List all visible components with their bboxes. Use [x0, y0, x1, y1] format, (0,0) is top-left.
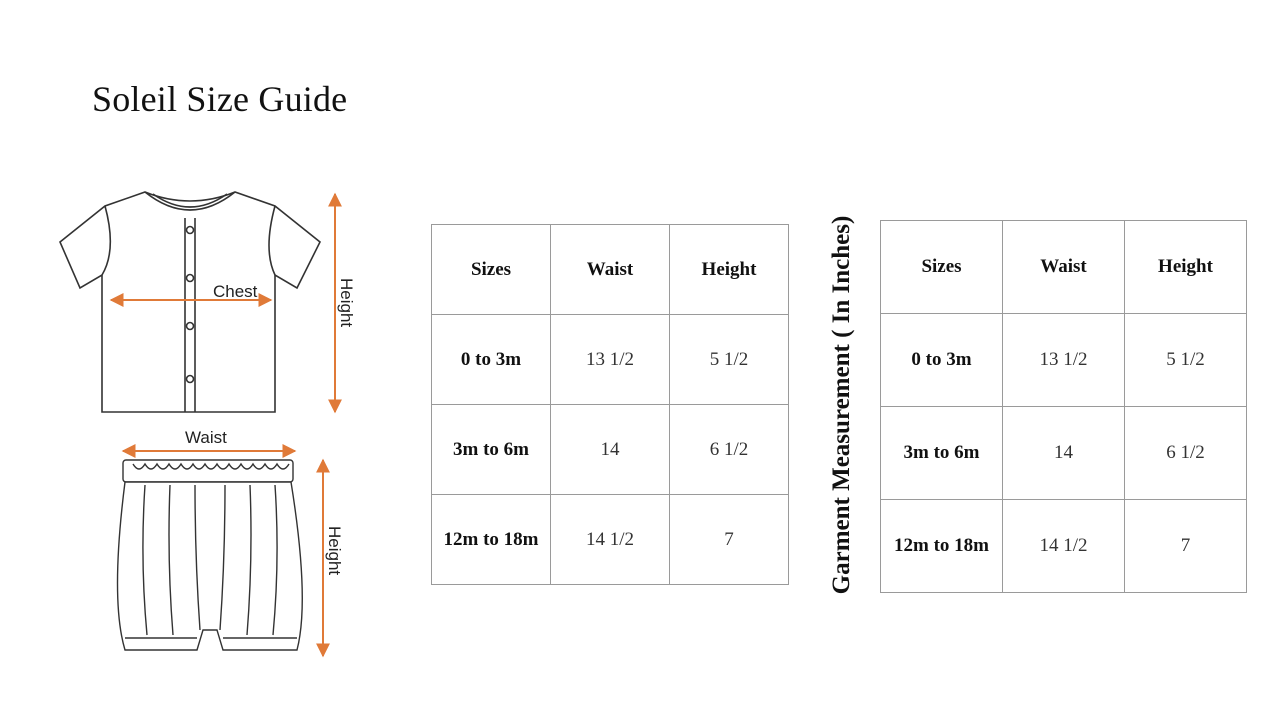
- table-header-row: Sizes Waist Height: [880, 220, 1247, 314]
- size-table-a: Sizes Waist Height 0 to 3m 13 1/2 5 1/2 …: [431, 224, 789, 585]
- header-waist: Waist: [550, 224, 670, 315]
- shirt-drawing: [59, 191, 322, 413]
- shorts-drawing: [116, 459, 303, 651]
- cell-height: 6 1/2: [1124, 406, 1247, 500]
- cell-waist: 14 1/2: [1002, 499, 1125, 593]
- cell-height: 5 1/2: [669, 314, 789, 405]
- header-sizes: Sizes: [880, 220, 1003, 314]
- chest-label: Chest: [213, 282, 258, 301]
- table-row: 12m to 18m 14 1/2 7: [880, 499, 1247, 593]
- cell-size: 3m to 6m: [880, 406, 1003, 500]
- table-row: 0 to 3m 13 1/2 5 1/2: [880, 313, 1247, 407]
- cell-waist: 14 1/2: [550, 494, 670, 585]
- shorts-height-label: Height: [325, 526, 344, 575]
- cell-size: 0 to 3m: [880, 313, 1003, 407]
- cell-size: 3m to 6m: [431, 404, 551, 495]
- cell-waist: 13 1/2: [550, 314, 670, 405]
- header-waist: Waist: [1002, 220, 1125, 314]
- measurement-caption: Garment Measurement ( In Inches): [828, 215, 855, 595]
- table-header-row: Sizes Waist Height: [431, 224, 789, 315]
- cell-size: 12m to 18m: [431, 494, 551, 585]
- cell-height: 7: [669, 494, 789, 585]
- cell-waist: 14: [550, 404, 670, 495]
- header-height: Height: [669, 224, 789, 315]
- table-row: 0 to 3m 13 1/2 5 1/2: [431, 314, 789, 405]
- table-row: 3m to 6m 14 6 1/2: [431, 404, 789, 495]
- cell-size: 12m to 18m: [880, 499, 1003, 593]
- header-height: Height: [1124, 220, 1247, 314]
- waist-label: Waist: [185, 428, 227, 447]
- garment-illustration: Chest Height Waist Height: [59, 191, 356, 658]
- cell-waist: 14: [1002, 406, 1125, 500]
- header-sizes: Sizes: [431, 224, 551, 315]
- table-row: 12m to 18m 14 1/2 7: [431, 494, 789, 585]
- shirt-height-label: Height: [337, 278, 356, 327]
- cell-height: 6 1/2: [669, 404, 789, 495]
- cell-height: 5 1/2: [1124, 313, 1247, 407]
- page-title: Soleil Size Guide: [92, 79, 348, 119]
- size-table-b: Sizes Waist Height 0 to 3m 13 1/2 5 1/2 …: [880, 220, 1247, 593]
- table-row: 3m to 6m 14 6 1/2: [880, 406, 1247, 500]
- cell-waist: 13 1/2: [1002, 313, 1125, 407]
- cell-height: 7: [1124, 499, 1247, 593]
- cell-size: 0 to 3m: [431, 314, 551, 405]
